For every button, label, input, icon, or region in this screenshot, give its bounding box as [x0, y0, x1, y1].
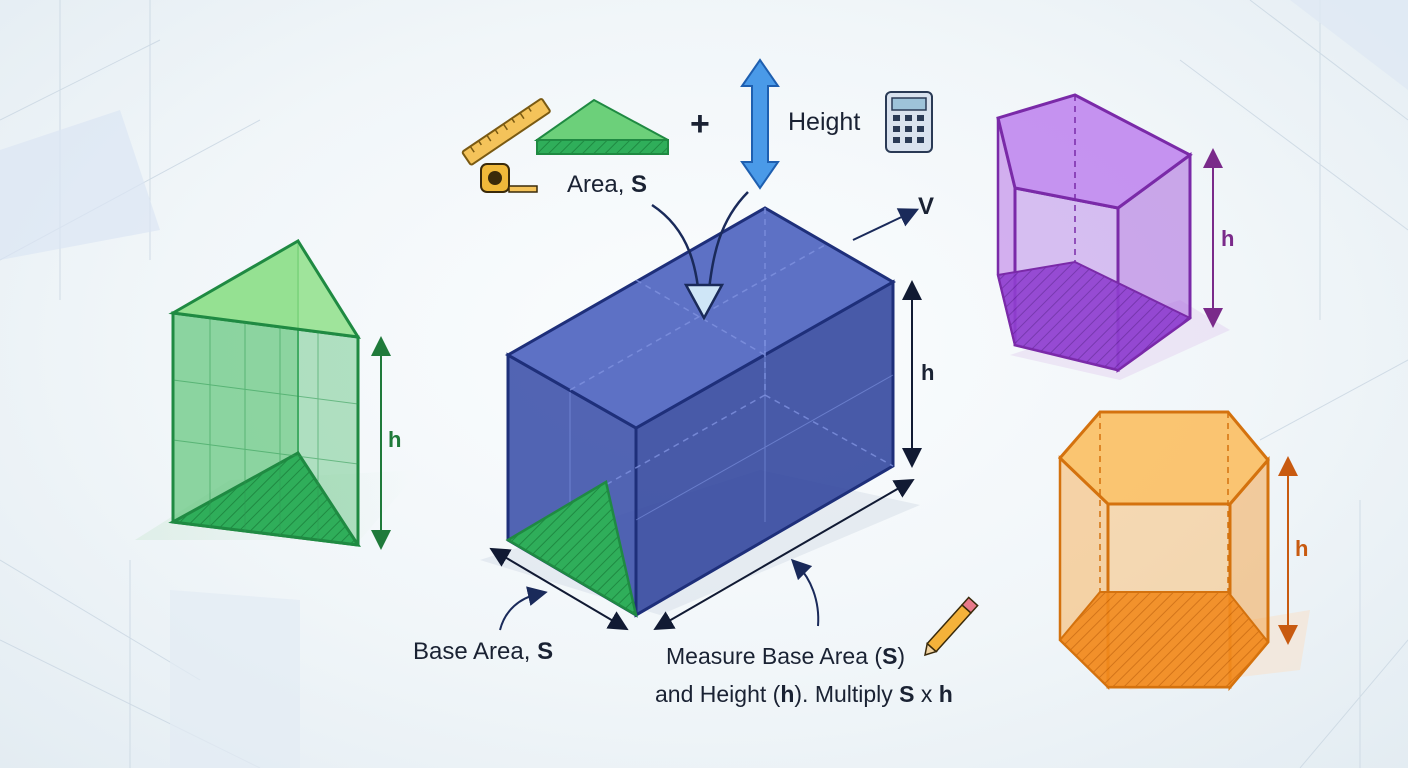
- instruction-line-1: Measure Base Area (S): [666, 643, 905, 669]
- triangle-base-icon: [533, 98, 669, 155]
- ruler-icon: [461, 98, 551, 166]
- rectangular-prism-top-face: [504, 206, 897, 430]
- hexagonal-prism-height-label: h: [1295, 536, 1308, 561]
- instruction-line-2: and Height (h). Multiply S x h: [655, 681, 953, 707]
- hexagonal-prism: [1057, 410, 1310, 692]
- volume-label: V: [918, 193, 934, 220]
- instruction-pointer-arrow: [790, 558, 820, 627]
- background-shape-left: [0, 110, 160, 260]
- base-area-label: Base Area, S: [413, 638, 553, 665]
- rectangular-prism-height-label: h: [921, 360, 934, 385]
- triangular-prism-base-face: [168, 451, 362, 547]
- pentagonal-prism: [996, 93, 1230, 380]
- hexagonal-prism-base-face: [1058, 591, 1270, 688]
- pentagonal-prism-height-label: h: [1221, 226, 1234, 251]
- pencil-icon: [924, 596, 979, 657]
- height-label: Height: [788, 108, 860, 136]
- triangular-prism-height-label: h: [388, 427, 401, 452]
- background-shape-bottom-left: [170, 590, 300, 768]
- calculator-icon: [885, 91, 933, 153]
- plus-sign: +: [690, 105, 710, 143]
- pentagonal-prism-base-face: [996, 260, 1192, 372]
- triangular-prism-top-face: [168, 238, 361, 339]
- combine-arrowhead-icon: [683, 283, 725, 321]
- rectangular-prism-length-arrow: [653, 478, 915, 631]
- base-area-pointer-arrow: [499, 586, 548, 631]
- rectangular-prism: [480, 206, 920, 618]
- volume-pointer-arrow: [852, 208, 920, 241]
- tape-measure-icon: [480, 163, 538, 193]
- background-shape-right: [1290, 0, 1408, 90]
- vertical-double-arrow-icon: [740, 58, 780, 190]
- triangular-prism: [135, 238, 420, 547]
- base-width-arrow: [489, 547, 629, 631]
- pentagonal-prism-top-face: [996, 93, 1193, 210]
- area-label: Area, S: [567, 171, 647, 198]
